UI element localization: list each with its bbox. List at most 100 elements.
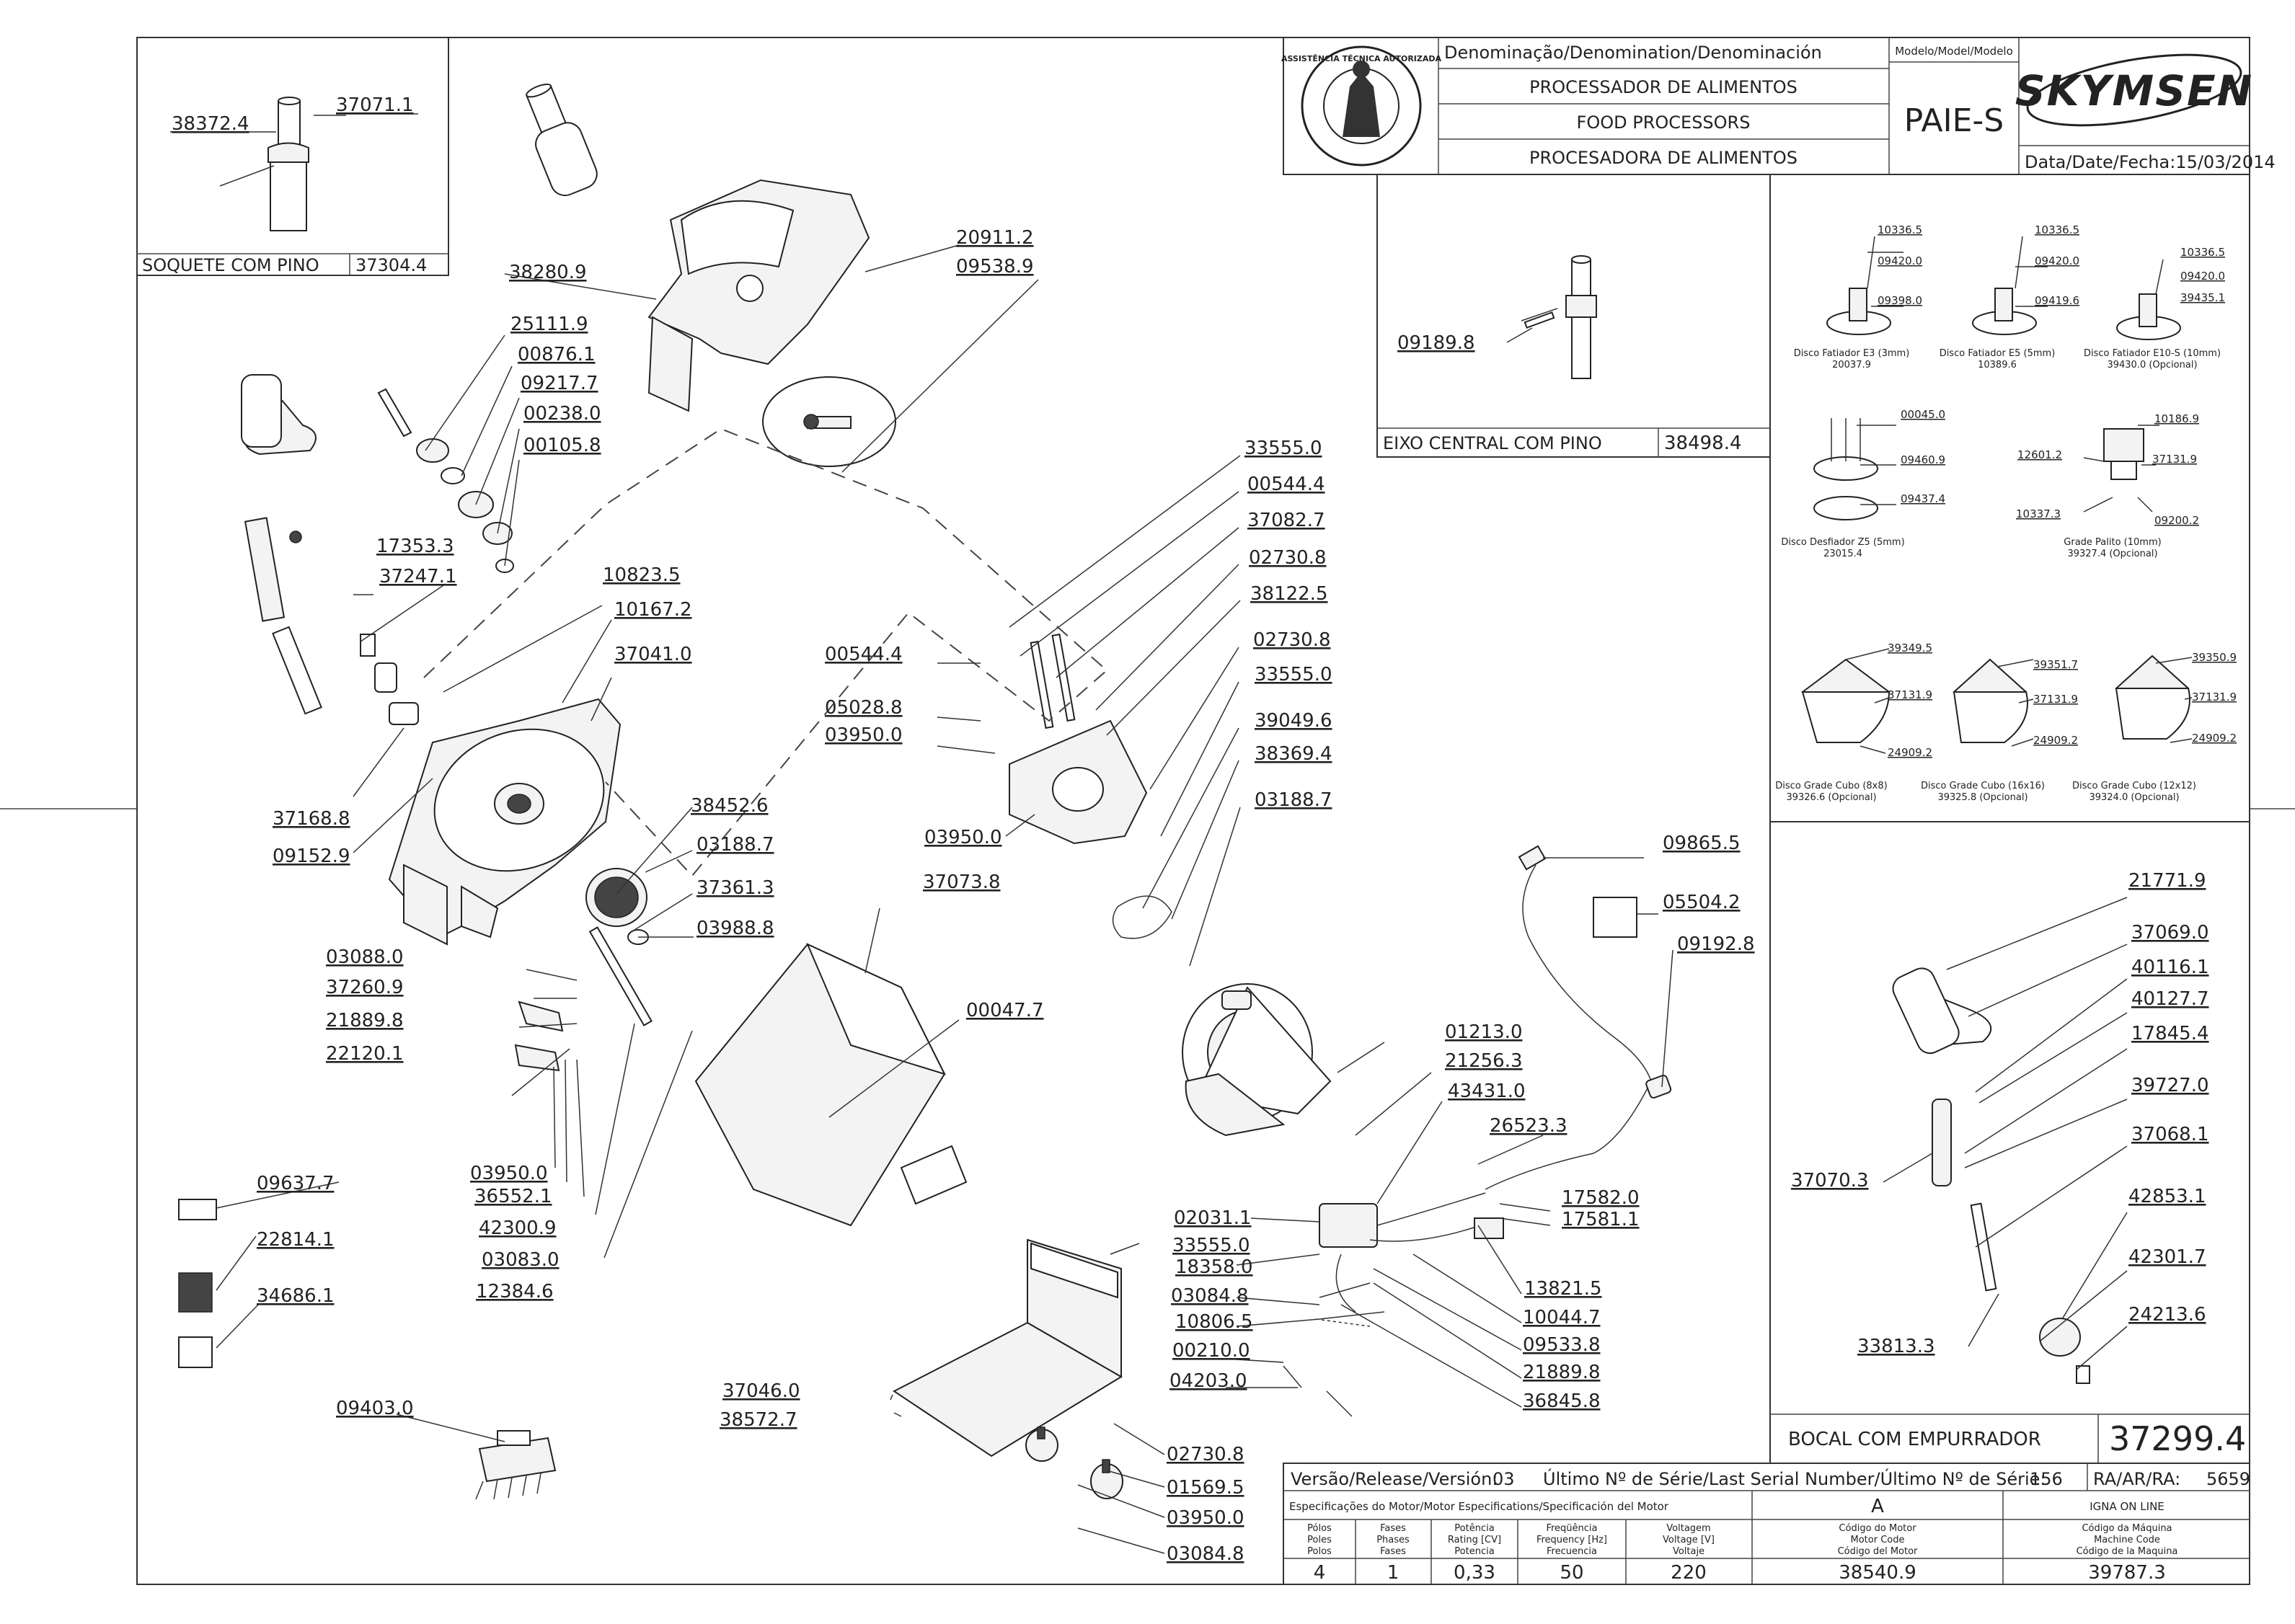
- part-number: 33555.0: [1244, 438, 1322, 459]
- col-phases-2: Phases: [1376, 1535, 1410, 1545]
- part-number: 37131.9: [2192, 691, 2237, 704]
- part-number: 37073.8: [923, 871, 1001, 893]
- model-header: Modelo/Model/Modelo: [1895, 45, 2013, 58]
- cubo12-code: 39324.0 (Opcional): [2089, 792, 2179, 803]
- eixo-central-assembly-box: EIXO CENTRAL COM PINO 38498.4: [1376, 174, 1771, 458]
- skymsen-logo: SKYMSEN: [2015, 53, 2253, 127]
- part-number: 37070.3: [1791, 1170, 1869, 1192]
- part-number: 09538.9: [956, 256, 1034, 278]
- col-power-1: Potência: [1454, 1523, 1494, 1534]
- denomination-header: Denominação/Denomination/Denominación: [1444, 43, 1822, 63]
- part-number: 03088.0: [326, 946, 404, 968]
- part-number: 00238.0: [523, 403, 601, 425]
- col-poles-3: Polos: [1307, 1546, 1332, 1557]
- col-phases-3: Fases: [1380, 1546, 1406, 1557]
- part-number: 10806.5: [1175, 1311, 1253, 1333]
- part-number: 21256.3: [1445, 1050, 1523, 1072]
- part-number: 02730.8: [1249, 547, 1327, 569]
- part-number: 12601.2: [2017, 448, 2062, 461]
- part-number: 37131.9: [1888, 688, 1932, 701]
- col-power-2: Rating [CV]: [1448, 1535, 1501, 1545]
- part-number: 09420.0: [1878, 254, 1922, 267]
- part-number: 10337.3: [2016, 507, 2061, 520]
- soquete-assembly-box: SOQUETE COM PINO 37304.4: [136, 37, 449, 276]
- part-number: 42301.7: [2128, 1246, 2206, 1268]
- disc-e3-code: 20037.9: [1832, 360, 1871, 370]
- part-number: 33813.3: [1857, 1336, 1935, 1357]
- part-number: 33555.0: [1172, 1235, 1250, 1256]
- part-number: 25111.9: [510, 314, 588, 335]
- power-value: 0,33: [1454, 1562, 1495, 1584]
- brand-logo-text: SKYMSEN: [2015, 66, 2253, 115]
- eixo-label: EIXO CENTRAL COM PINO: [1383, 433, 1602, 453]
- col-machine-1: Código da Máquina: [2082, 1523, 2172, 1534]
- part-number: 09189.8: [1397, 332, 1475, 354]
- poles-value: 4: [1314, 1562, 1326, 1584]
- part-number: 17581.1: [1562, 1209, 1640, 1230]
- part-number: 36845.8: [1523, 1390, 1601, 1412]
- drawing-date: Data/Date/Fecha:15/03/2014: [2025, 152, 2276, 172]
- grade-palito-code: 39327.4 (Opcional): [2067, 549, 2157, 559]
- col-volt-1: Voltagem: [1666, 1523, 1710, 1534]
- part-number: 22120.1: [326, 1043, 404, 1065]
- part-number: 10823.5: [603, 564, 681, 586]
- part-number: 21771.9: [2128, 870, 2206, 892]
- bocal-label: BOCAL COM EMPURRADOR: [1788, 1429, 2041, 1450]
- part-number: 00544.4: [825, 644, 903, 665]
- seal-text: ASSISTÊNCIA TÉCNICA AUTORIZADA: [1281, 54, 1442, 63]
- frequency-value: 50: [1560, 1562, 1583, 1584]
- grade-palito-caption: Grade Palito (10mm): [2064, 537, 2161, 548]
- soquete-label: SOQUETE COM PINO: [142, 255, 319, 275]
- part-number: 36552.1: [474, 1186, 552, 1207]
- part-number: 09460.9: [1901, 453, 1945, 466]
- col-poles-2: Poles: [1307, 1535, 1332, 1545]
- col-motor-3: Código del Motor: [1838, 1546, 1918, 1557]
- part-number: 03950.0: [1167, 1507, 1244, 1529]
- part-number: 37260.9: [326, 977, 404, 998]
- part-number: 24909.2: [2033, 734, 2078, 747]
- part-number: 40127.7: [2131, 988, 2209, 1010]
- part-number: 37046.0: [722, 1380, 800, 1402]
- leader-lines: [170, 113, 2128, 1554]
- part-number: 24909.2: [1888, 746, 1932, 759]
- part-number: 09398.0: [1878, 294, 1922, 307]
- part-number: 09217.7: [521, 373, 598, 394]
- cubo16-caption: Disco Grade Cubo (16x16): [1921, 781, 2045, 791]
- part-number: 37361.3: [697, 877, 774, 899]
- part-number: 10336.5: [2180, 246, 2225, 259]
- part-number: 05028.8: [825, 697, 903, 719]
- part-number: 39351.7: [2033, 658, 2078, 671]
- part-number: 04203.0: [1169, 1370, 1247, 1392]
- ra-value: 5659: [2206, 1469, 2250, 1489]
- part-number: 03988.8: [697, 918, 774, 939]
- part-number: 00047.7: [966, 1000, 1044, 1021]
- part-number: 38122.5: [1250, 583, 1328, 605]
- part-number: 10336.5: [2035, 223, 2079, 236]
- part-number: 00544.4: [1247, 474, 1325, 495]
- part-number: 33555.0: [1255, 664, 1332, 685]
- part-number: 03083.0: [482, 1249, 560, 1271]
- part-number: 37069.0: [2131, 922, 2209, 944]
- part-number: 09865.5: [1663, 833, 1741, 854]
- part-number: 37071.1: [336, 94, 414, 116]
- col-volt-2: Voltage [V]: [1663, 1535, 1715, 1545]
- part-number: 09420.0: [2035, 254, 2079, 267]
- part-number: 37168.8: [273, 808, 350, 830]
- part-number: 09437.4: [1901, 492, 1945, 505]
- disc-z5-caption: Disco Desfiador Z5 (5mm): [1781, 537, 1904, 548]
- part-number: 09152.9: [273, 846, 350, 867]
- part-number: 38572.7: [720, 1409, 797, 1431]
- part-number: 37247.1: [379, 566, 457, 587]
- motor-code-value: 38540.9: [1839, 1562, 1916, 1584]
- part-number-callouts: 38372.4 37071.1 38280.9 20911.2 09538.9 …: [172, 94, 2237, 1565]
- col-motor-1: Código do Motor: [1839, 1523, 1916, 1534]
- part-number: 01569.5: [1167, 1477, 1244, 1499]
- part-number: 37068.1: [2131, 1124, 2209, 1145]
- col-poles-1: Pólos: [1307, 1523, 1332, 1534]
- part-number: 21889.8: [326, 1010, 404, 1031]
- part-number: 02730.8: [1253, 629, 1331, 651]
- part-number: 00045.0: [1901, 408, 1945, 421]
- part-number: 09200.2: [2154, 514, 2199, 527]
- name-en: FOOD PROCESSORS: [1577, 112, 1751, 133]
